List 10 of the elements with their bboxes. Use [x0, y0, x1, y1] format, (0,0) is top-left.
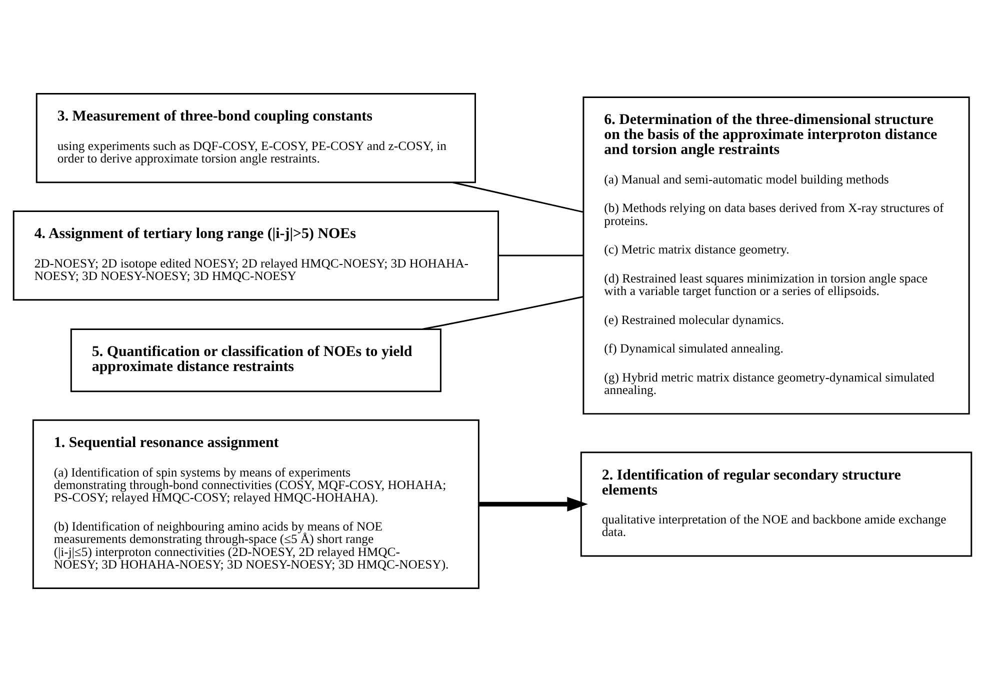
connector: [498, 254, 583, 256]
node-box: 4. Assignment of tertiary long range (|i-j|>5) NOEs 2D-NOESY; 2D isotope edited NOESY; 2D relayed HMQC-NOESY; 3D HOHAHA-NOESY; 3D NOESY-NOESY; 3D HMQC-NOESY: [12, 210, 498, 300]
node-box: 5. Quantification or classification of NOEs to yield approximate distance restraints: [70, 328, 441, 392]
connector: [422, 296, 583, 330]
node-box: 2. Identification of regular secondary structure elements qualitative interpretation of the NOE and backbone amide exchange data.: [580, 451, 972, 556]
arrow: [478, 496, 588, 511]
node-box: 6. Determination of the three-dimensional structure on the basis of the approximate interproton distance and torsion angle restraints (a) Manual and semi-automatic model building methods (b) Methods relying on data bases derived from X-ray structures of proteins. (c) Metric matrix distance geometry. (d) Restrained least squares minimization in torsion angle space with a variable target function or a series of ellipsoids. (e) Restrained molecular dynamics. (f) Dynamical simulated annealing. (g) Hybrid metric matrix distance geometry-dynamical simulated annealing.: [582, 96, 970, 414]
node-box: 3. Measurement of three-bond coupling constants using experiments such as DQF-COSY, E-COSY, PE-COSY and z-COSY, in order to derive approximate torsion angle restraints.: [35, 92, 476, 183]
connector: [452, 181, 583, 212]
node-box: 1. Sequential resonance assignment (a) Identification of spin systems by means of experiments demonstrating through-bond connectivities (COSY, MQF-COSY, HOHAHA; PS-COSY; relayed HMQC-COSY; relayed HMQC-HOHAHA). (b) Identification of neighbouring amino acids by means of NOE measurements demonstrating through-space (≤5 Å) short range (|i-j|≤5) interproton connectivities (2D-NOESY, 2D relayed HMQC-NOESY; 3D HOHAHA-NOESY; 3D NOESY-NOESY; 3D HMQC-NOESY).: [32, 418, 479, 588]
